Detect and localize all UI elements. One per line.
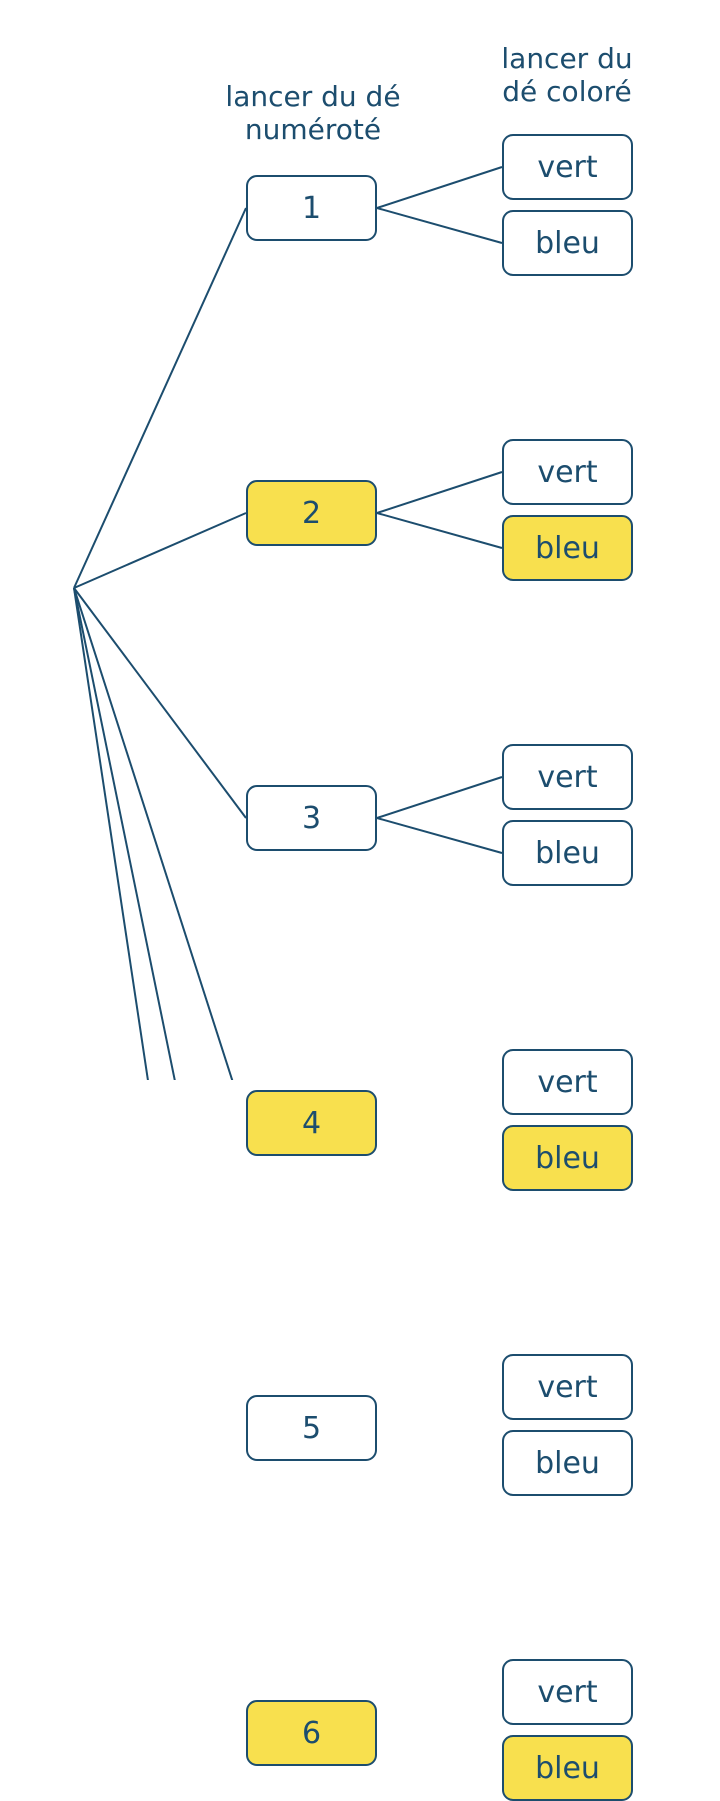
node-die-5: 5: [246, 1395, 377, 1461]
node-die-4: 4: [246, 1090, 377, 1156]
edge-root-to-2: [73, 512, 247, 589]
edge-3-to-vert: [376, 776, 503, 819]
node-2-bleu: bleu: [502, 515, 633, 581]
edge-2-to-vert: [376, 471, 503, 514]
node-6-bleu: bleu: [502, 1735, 633, 1801]
header-numbered-line-2: numéroté: [244, 113, 382, 146]
node-3-vert: vert: [502, 744, 633, 810]
header-numbered-line-1: lancer du dé: [225, 80, 401, 113]
header-colored-die: lancer du dé coloré: [482, 42, 652, 108]
node-3-bleu: bleu: [502, 820, 633, 886]
node-1-vert: vert: [502, 134, 633, 200]
node-die-3: 3: [246, 785, 377, 851]
node-2-vert: vert: [502, 439, 633, 505]
node-die-1: 1: [246, 175, 377, 241]
edge-root-to-3: [73, 587, 247, 819]
edge-root-to-6: [73, 587, 149, 1080]
node-die-6: 6: [246, 1700, 377, 1766]
tree-edges: [73, 166, 503, 1080]
node-5-bleu: bleu: [502, 1430, 633, 1496]
edge-3-to-bleu: [376, 817, 503, 854]
header-colored-line-1: lancer du: [501, 42, 633, 75]
node-1-bleu: bleu: [502, 210, 633, 276]
edge-root-to-4: [73, 587, 234, 1080]
edge-1-to-vert: [376, 166, 503, 209]
node-die-2: 2: [246, 480, 377, 546]
node-4-vert: vert: [502, 1049, 633, 1115]
node-4-bleu: bleu: [502, 1125, 633, 1191]
edge-root-to-1: [73, 207, 247, 589]
node-6-vert: vert: [502, 1659, 633, 1725]
edge-1-to-bleu: [376, 207, 503, 244]
header-colored-line-2: dé coloré: [502, 75, 632, 108]
probability-tree: lancer du dé numéroté lancer du dé color…: [73, 42, 652, 1801]
edge-root-to-5: [73, 587, 176, 1080]
edge-2-to-bleu: [376, 512, 503, 549]
node-5-vert: vert: [502, 1354, 633, 1420]
header-numbered-die: lancer du dé numéroté: [208, 80, 418, 146]
